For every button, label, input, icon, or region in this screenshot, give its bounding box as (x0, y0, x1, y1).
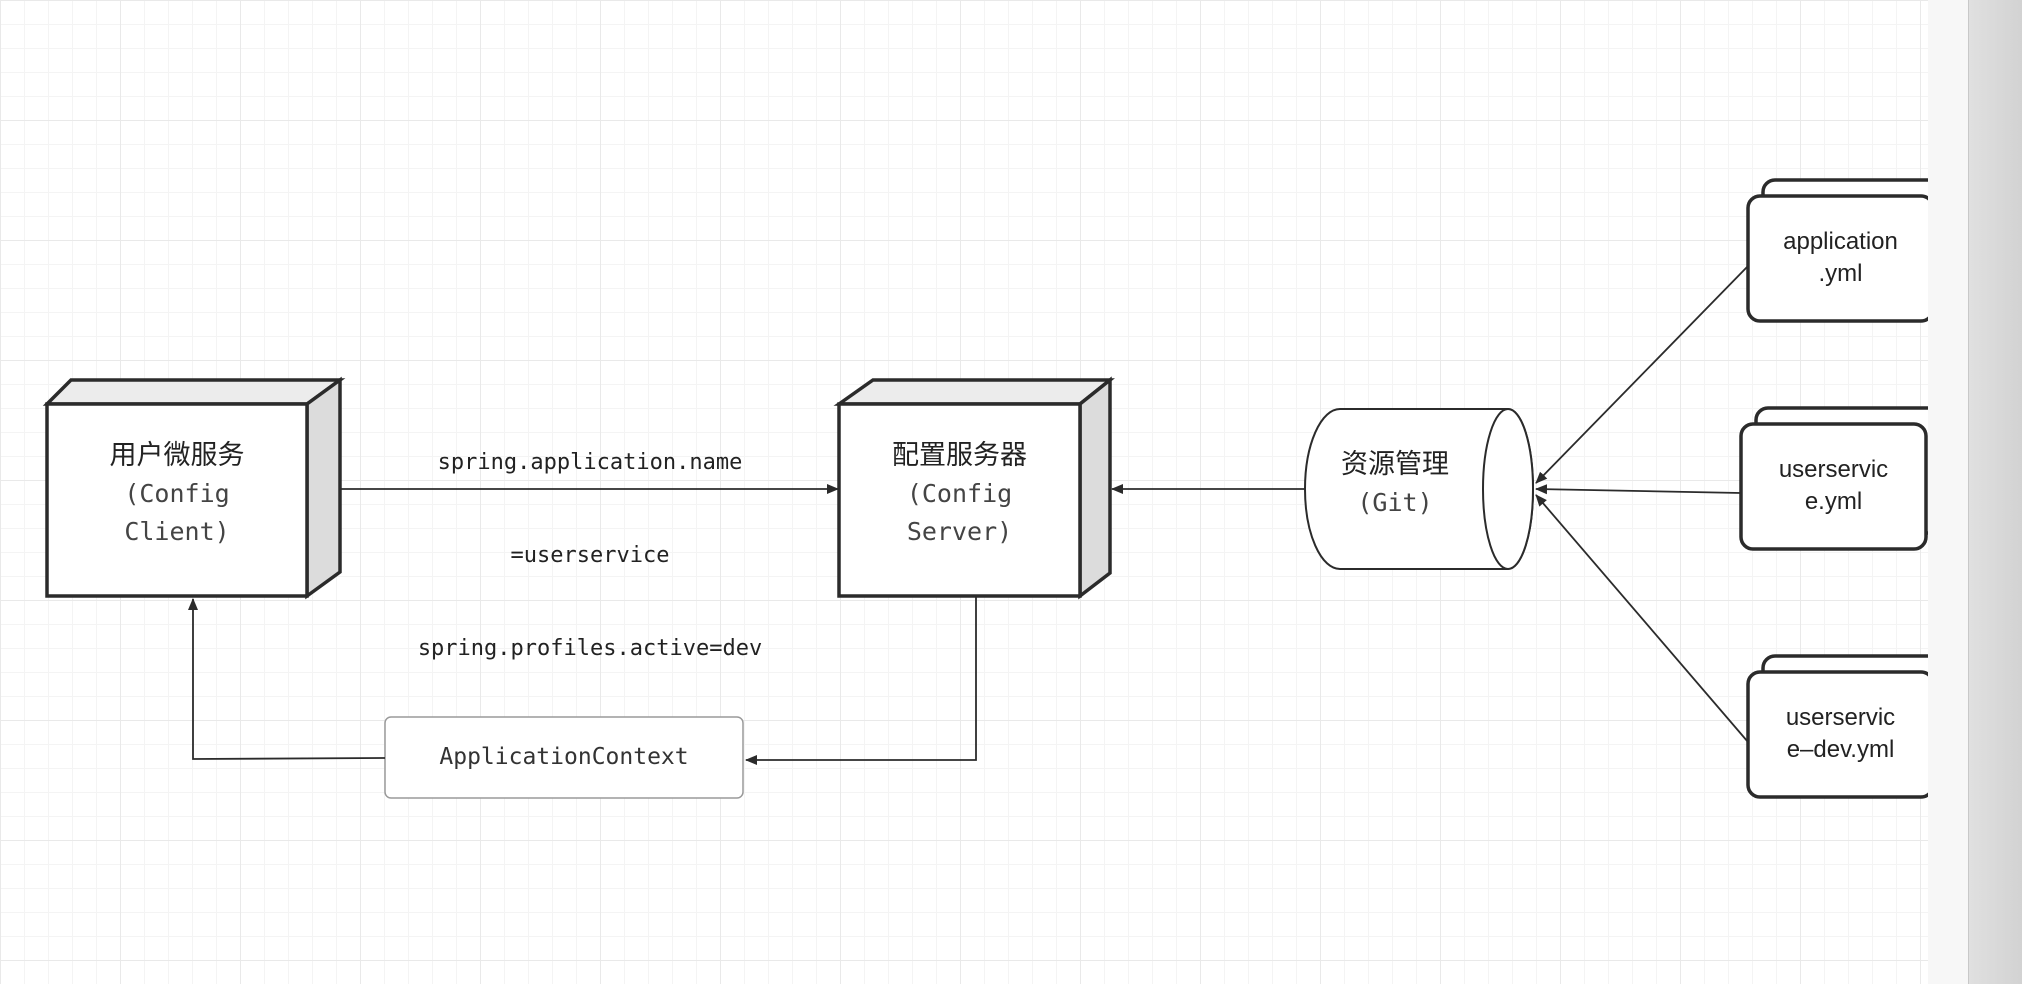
edge-label-line2: =userservice (510, 543, 670, 568)
server-title: 配置服务器 (892, 440, 1027, 471)
file-label-userservice-yml: userservic e.yml (1741, 454, 1926, 518)
config-server-node-label: 配置服务器 (Config Server) (839, 437, 1080, 551)
file-stack-application-yml[interactable] (1746, 178, 1928, 323)
git-subtitle: (Git) (1357, 488, 1433, 517)
client-to-server-edge-label: spring.application.name =userservice spr… (380, 385, 800, 695)
file-line2: .yml (1818, 260, 1863, 287)
edge-label-line3: spring.profiles.active=dev (417, 636, 763, 661)
edge-server-to-context[interactable] (745, 596, 977, 765)
file-line2: e–dev.yml (1786, 736, 1895, 763)
file-line2: e.yml (1804, 488, 1863, 515)
config-server-node[interactable] (833, 376, 1115, 600)
file-stack-userservice-yml[interactable] (1739, 406, 1928, 551)
client-line2: (Config (124, 479, 230, 508)
edge-application-yml-to-git[interactable] (1535, 265, 1749, 484)
client-node-label: 用户微服务 (Config Client) (47, 437, 307, 551)
file-line1: application (1783, 228, 1898, 255)
git-title: 资源管理 (1341, 449, 1449, 480)
git-node-label: 资源管理 (Git) (1310, 446, 1480, 522)
diagram-shapes (42, 178, 1928, 799)
application-context-label: ApplicationContext (439, 744, 689, 770)
file-line1: userservic (1785, 704, 1896, 731)
vertical-scrollbar[interactable] (1968, 0, 2022, 984)
file-label-userservice-dev-yml: userservic e–dev.yml (1748, 702, 1933, 766)
edge-userservice-dev-yml-to-git[interactable] (1535, 494, 1749, 743)
client-title: 用户微服务 (109, 440, 245, 471)
file-stack-userservice-dev-yml[interactable] (1746, 654, 1928, 799)
edge-userservice-yml-to-git[interactable] (1535, 484, 1742, 495)
file-label-application-yml: application .yml (1748, 226, 1933, 290)
edge-label-line1: spring.application.name (437, 450, 743, 475)
application-context-node[interactable] (384, 716, 744, 799)
server-line2: (Config (906, 479, 1013, 508)
server-line3: Server) (906, 517, 1013, 546)
file-line1: userservic (1778, 456, 1889, 483)
client-node[interactable] (42, 376, 346, 600)
edge-context-to-client[interactable] (188, 598, 386, 760)
client-line3: Client) (124, 517, 230, 546)
right-panel (1928, 0, 1968, 984)
git-repository-node[interactable] (1304, 408, 1534, 570)
